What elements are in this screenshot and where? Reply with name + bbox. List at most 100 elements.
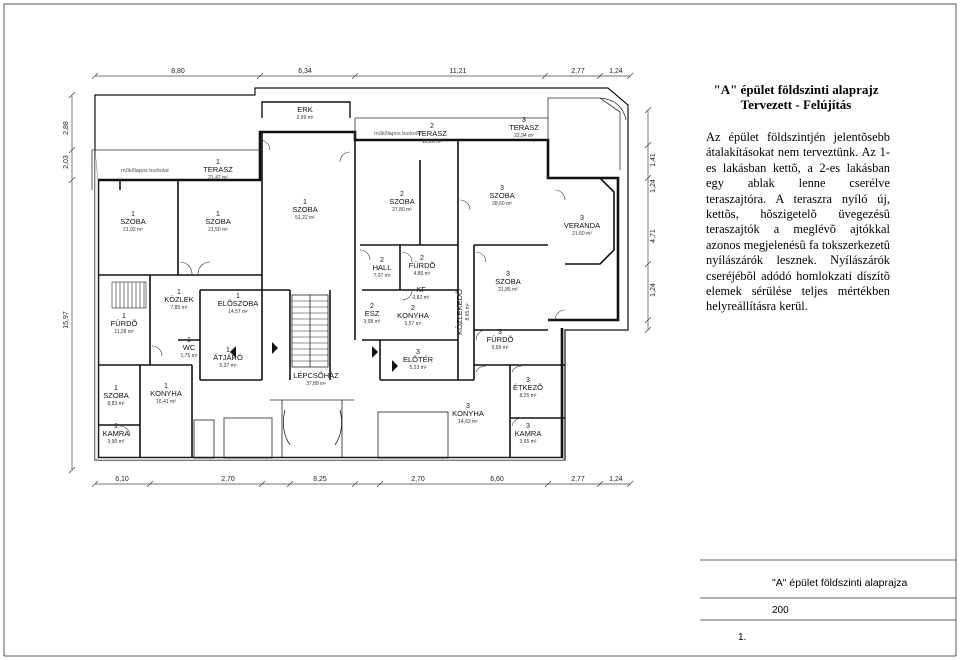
room-number: 1 [114,385,118,392]
room-number: 3 [580,215,584,222]
room-number: 3 [522,117,526,124]
stamp-title: "A" épület földszinti alaprajza [772,577,908,589]
room-name: TERASZ [417,129,447,138]
room-area: 21,85 m² [498,287,518,293]
dim-tick [68,91,76,99]
dim-left-1: 2,88 [63,121,70,135]
dim-tick [258,480,266,488]
room-name: LÉPCSÕHÁZ [293,371,339,380]
dimension-labels-right: 1,41 1,24 4,71 1,24 [650,153,657,297]
room-area: 3,90 m² [108,439,125,445]
dim-tick [541,72,549,80]
room-number: 1 [216,159,220,166]
room-name: FÜRDÕ [409,261,436,270]
dim-top-5: 1,24 [609,68,623,75]
room-area: 8,65 m² [465,303,471,320]
dim-tick [146,480,154,488]
room-number: 1 [164,383,168,390]
dim-tick [644,174,652,182]
description-text: Az épület földszintjén jelentõsebb átala… [706,130,890,314]
room-name: KONYHA [150,389,182,398]
dim-bottom-1: 6,10 [115,476,129,483]
door-swings [119,139,566,437]
dim-left-3: 15,97 [63,311,70,329]
room-name: HALL [373,263,392,272]
room-number: 2 [420,255,424,262]
dim-tick [596,480,604,488]
room-number: 3 [526,377,530,384]
dim-top-2: 6,34 [298,68,312,75]
room-area: 21,92 m² [123,227,143,233]
room-area: 51,22 m² [295,215,315,221]
room-name: SZOBA [205,217,230,226]
room-area: 5,57 m² [405,321,422,327]
room-number: 3 [498,329,502,336]
dim-tick [544,480,552,488]
room-name: KAMRA [103,429,130,438]
dim-tick [68,146,76,154]
room-name: FÜRDÕ [111,319,138,328]
room-area: 27,80 m² [392,207,412,213]
room-number: 1 [131,211,135,218]
terrace-outlines [91,97,627,190]
room-area: 4,86 m² [414,271,431,277]
room-number: 2 [411,305,415,312]
dim-tick [256,72,264,80]
room-area: 5,37 m² [220,363,237,369]
entrance-steps [193,399,449,459]
room-number: 1 [226,347,230,354]
dim-tick [644,326,652,334]
room-name: SZOBA [120,217,145,226]
dim-bottom-3: 8,25 [313,476,327,483]
room-name: KAMRA [515,429,542,438]
dim-tick [68,466,76,474]
room-number: 3 [500,185,504,192]
dim-tick [644,260,652,268]
dim-tick [644,316,652,324]
room-number: 1 [303,199,307,206]
dim-tick [286,480,294,488]
room-number: 1 [187,337,191,344]
dimension-lines [71,75,649,485]
room-area: 9,99 m² [492,345,509,351]
dim-bottom-6: 2,77 [571,476,585,483]
dim-tick [626,72,634,80]
room-name: ÉTKEZÕ [513,383,543,392]
note-left: műkőlapos burkolat [121,168,169,174]
room-name: ELÕTÉR [403,355,434,364]
dim-right-1: 1,41 [650,153,657,167]
small-staircase [111,281,147,309]
drawing-title-line1: "A" épület földszinti alaprajz [713,82,879,97]
dim-bottom-2: 2,70 [221,476,235,483]
room-area: 7,85 m² [171,305,188,311]
room-area: 0,82 m² [413,295,430,301]
room-number: 3 [526,423,530,430]
room-area: 12,26 m² [422,139,442,145]
drawing-title: "A" épület földszinti alaprajz Tervezett… [706,82,886,112]
dim-tick [68,176,76,184]
dim-top-4: 2,77 [571,68,585,75]
dim-tick [644,106,652,114]
room-number: 1 [216,211,220,218]
room-number: 2 [430,123,434,130]
dimension-labels-left: 2,88 2,03 15,97 [63,121,70,329]
room-name: WC [183,343,196,352]
surface-notes: műkőlapos burkolat műkőlapos burkolat [121,131,422,174]
stamp-sheet-number: 1. [738,632,747,643]
dim-top-3: 11,21 [450,68,467,75]
room-name: SZOBA [103,391,128,400]
room-number: 3 [466,403,470,410]
